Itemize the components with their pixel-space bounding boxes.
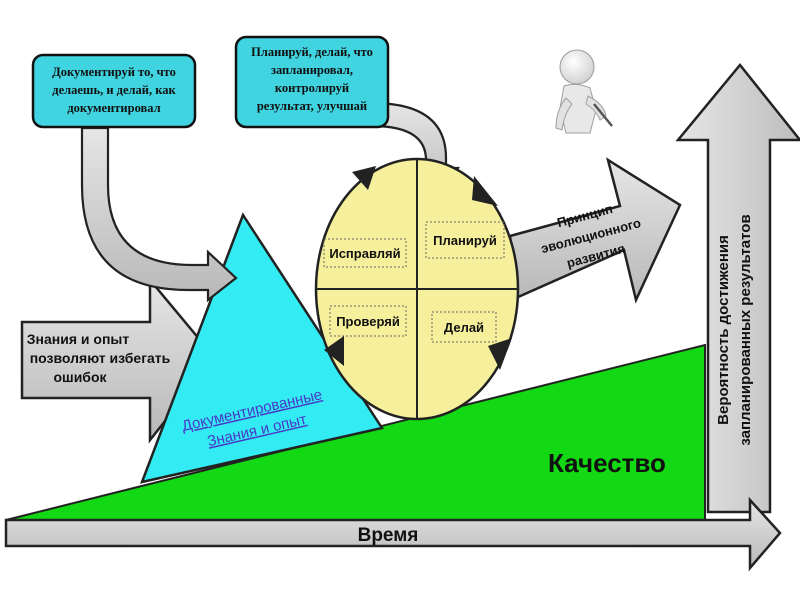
pdca-callout-line-2: запланировал,: [271, 63, 353, 77]
pdca-callout-line-1: Планируй, делай, что: [251, 45, 373, 59]
time-label: Время: [358, 525, 419, 546]
pdca-cycle: Исправляй Планируй Проверяй Делай: [314, 157, 520, 421]
knowledge-label-2: позволяют избегать: [30, 350, 171, 366]
cycle-arrow-bottom-right: [488, 338, 512, 370]
probability-label-2: запланированных результатов: [737, 214, 754, 445]
cycle-plan: Планируй: [433, 233, 497, 248]
probability-label-1: Вероятность достижения: [715, 235, 732, 425]
pdca-callout-line-4: результат, улучшай: [257, 99, 367, 113]
time-arrow: Время: [4, 496, 782, 572]
cycle-act: Исправляй: [329, 246, 400, 261]
figure-with-pen-image: [555, 49, 613, 134]
document-callout-line-2: делаешь, и делай, как: [52, 83, 176, 97]
quality-label: Качество: [548, 448, 666, 478]
knowledge-label-1: Знания и опыт: [27, 331, 130, 347]
cycle-arrow-top-right: [472, 176, 498, 206]
cycle-do: Делай: [444, 320, 484, 335]
evolution-arrow: Принцип эволюционного развития: [508, 157, 682, 304]
pdca-callout: Планируй, делай, что запланировал, контр…: [234, 35, 390, 129]
document-connector-arrow: [80, 126, 238, 303]
document-callout-line-3: документировал: [67, 101, 160, 115]
document-callout-line-1: Документируй то, что: [52, 65, 176, 79]
knowledge-label-3: ошибок: [53, 369, 107, 385]
cycle-arrow-top-left: [352, 166, 376, 190]
document-callout: Документируй то, что делаешь, и делай, к…: [31, 53, 197, 129]
pdca-callout-line-3: контролируй: [275, 81, 349, 95]
probability-arrow: Вероятность достижения запланированных р…: [675, 63, 800, 514]
documented-knowledge-triangle: [140, 212, 385, 484]
cycle-arrow-bottom-left: [324, 336, 344, 366]
cycle-check: Проверяй: [336, 314, 400, 329]
